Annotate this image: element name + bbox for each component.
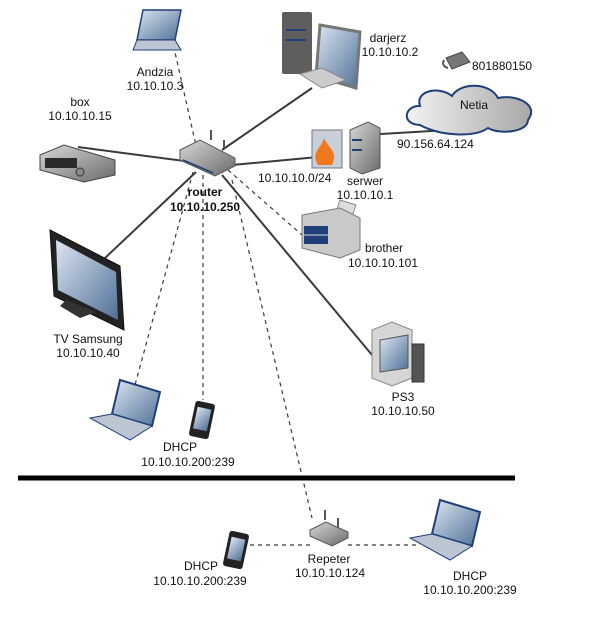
desktop-pc-icon[interactable]	[282, 12, 362, 90]
dhcp-upper-name: DHCP	[163, 440, 197, 454]
wan-ip-label: 90.156.64.124	[397, 137, 474, 151]
dhcp-lower-right-name: DHCP	[453, 569, 487, 583]
laptop-icon[interactable]	[132, 9, 182, 51]
laptop-icon[interactable]	[88, 378, 162, 441]
darjerz-ip: 10.10.10.2	[362, 45, 419, 59]
set-top-box-icon[interactable]	[39, 144, 116, 183]
andzia-name: Andzia	[137, 65, 174, 79]
box-name: box	[70, 95, 89, 109]
game-console-icon[interactable]	[371, 321, 425, 387]
tv-ip: 10.10.10.40	[56, 346, 120, 360]
link-router-firewall	[231, 156, 319, 166]
tv-icon[interactable]	[49, 229, 125, 331]
brother-ip: 10.10.10.101	[348, 256, 418, 270]
ps3-ip: 10.10.10.50	[371, 404, 435, 418]
router-name: router	[188, 185, 223, 199]
router-ip: 10.10.10.250	[170, 200, 240, 214]
connections	[77, 29, 483, 546]
darjerz-name: darjerz	[370, 31, 407, 45]
repeter-ip: 10.10.10.124	[295, 566, 365, 580]
printer-icon[interactable]	[301, 199, 361, 259]
wifi-link-printer	[227, 169, 303, 236]
repeter-router-icon[interactable]	[309, 510, 349, 547]
smartphone-icon[interactable]	[188, 400, 215, 440]
firewall-icon	[311, 129, 343, 169]
dhcp-lower-left-ip: 10.10.10.200:239	[153, 574, 247, 588]
link-darjerz-router	[221, 87, 313, 151]
box-ip: 10.10.10.15	[48, 109, 112, 123]
netia-label: Netia	[460, 98, 488, 112]
server-icon[interactable]	[349, 121, 381, 175]
dhcp-lower-right-ip: 10.10.10.200:239	[423, 583, 517, 597]
serwer-ip: 10.10.10.1	[337, 188, 394, 202]
ps3-name: PS3	[392, 390, 415, 404]
wifi-link-repeter	[231, 179, 313, 519]
link-box-router	[77, 146, 193, 163]
router-icon[interactable]	[179, 130, 236, 177]
serwer-name: serwer	[347, 174, 383, 188]
repeter-name: Repeter	[308, 552, 351, 566]
link-tv-router	[104, 171, 197, 259]
telephone-icon	[442, 51, 471, 70]
dhcp-upper-ip: 10.10.10.200:239	[141, 455, 235, 469]
brother-name: brother	[365, 241, 403, 255]
phone-number: 801880150	[472, 59, 532, 73]
link-router-ps3	[221, 174, 373, 356]
smartphone-icon[interactable]	[222, 530, 249, 570]
andzia-ip: 10.10.10.3	[127, 79, 184, 93]
dhcp-lower-left-name: DHCP	[184, 559, 218, 573]
laptop-icon[interactable]	[408, 498, 482, 561]
cloud-icon[interactable]	[405, 84, 533, 136]
subnet-label: 10.10.10.0/24	[258, 171, 332, 185]
tv-name: TV Samsung	[53, 332, 122, 346]
